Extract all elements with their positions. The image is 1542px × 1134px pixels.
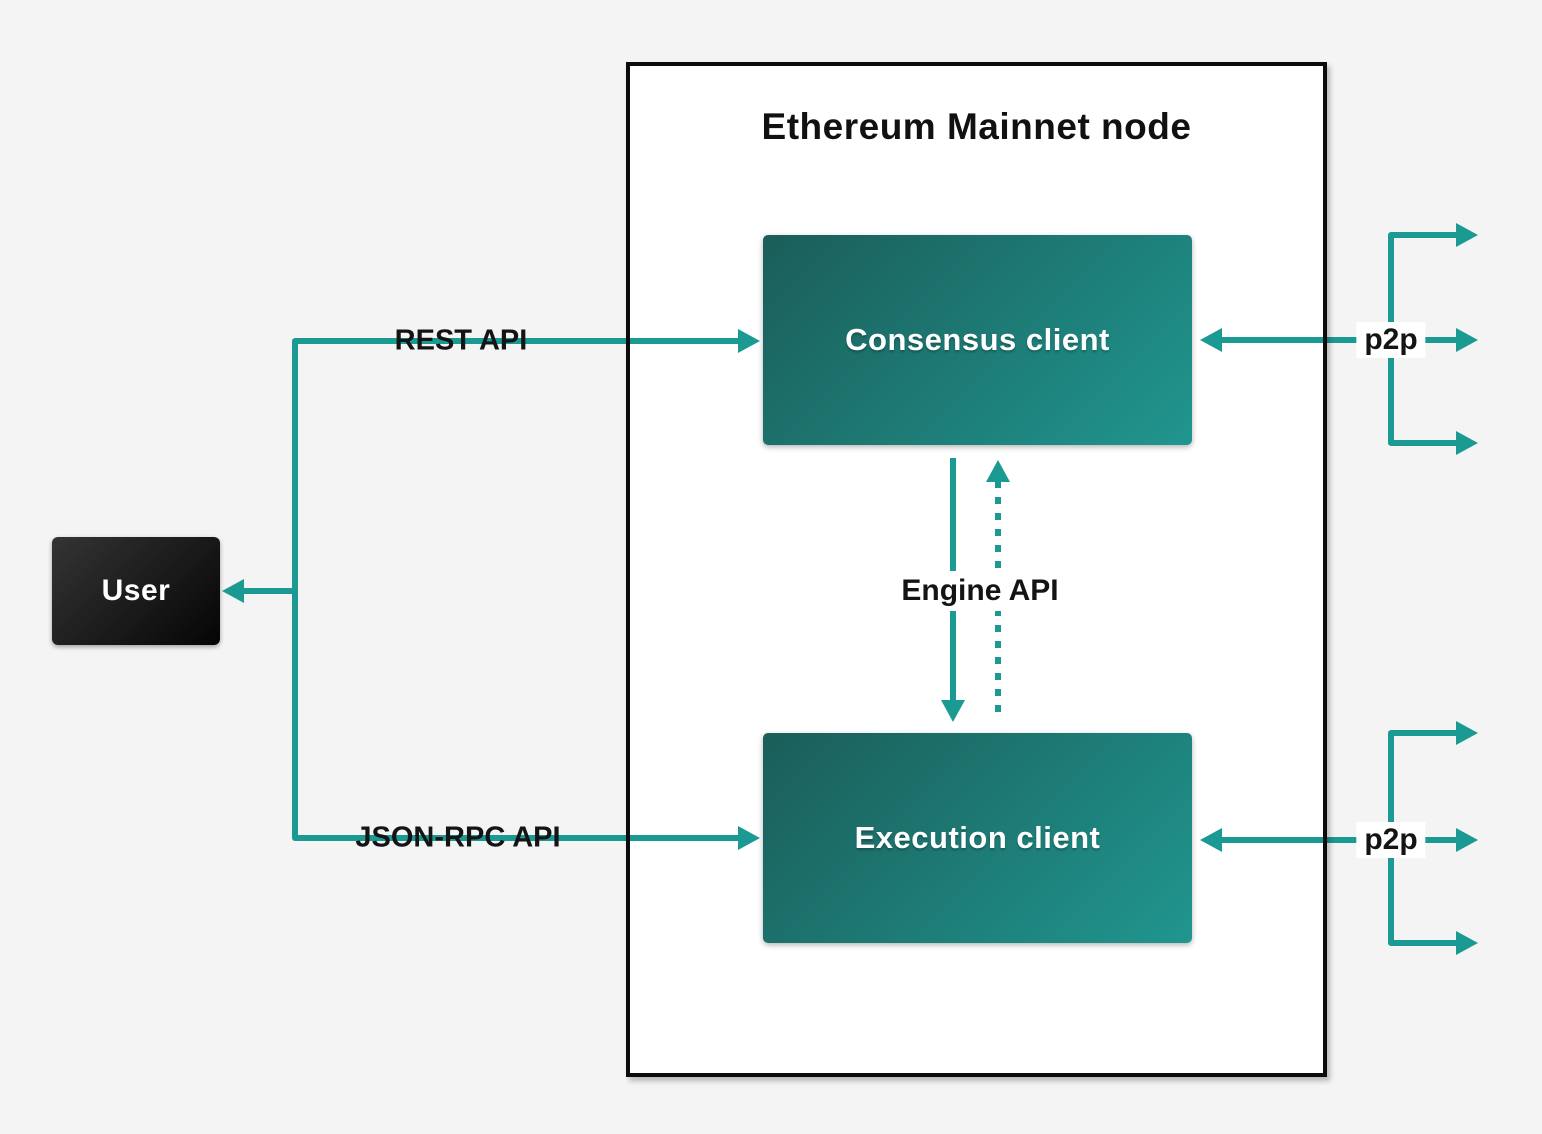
engine-api-up-arrowhead-icon xyxy=(986,460,1010,482)
user-trunk-line xyxy=(292,338,742,841)
consensus-client-node: Consensus client xyxy=(763,235,1192,445)
json-rpc-arrowhead-icon xyxy=(738,826,760,850)
p2p-top-into-consensus-arrowhead-icon xyxy=(1200,328,1222,352)
user-arrowhead-icon xyxy=(222,579,244,603)
p2p-top-arrowhead-1-icon xyxy=(1456,223,1478,247)
rest-api-edge-label: REST API xyxy=(394,324,528,357)
execution-client-label: Execution client xyxy=(854,820,1101,855)
panel-title: Ethereum Mainnet node xyxy=(761,106,1192,147)
p2p-bottom-into-execution-arrowhead-icon xyxy=(1200,828,1222,852)
p2p-top-edge-label: p2p xyxy=(1356,322,1426,358)
execution-client-node: Execution client xyxy=(763,733,1192,943)
engine-api-edge-label: Engine API xyxy=(891,571,1069,611)
engine-api-down-arrowhead-icon xyxy=(941,700,965,722)
p2p-top-arrowhead-3-icon xyxy=(1456,431,1478,455)
json-rpc-edge-label: JSON-RPC API xyxy=(355,821,561,854)
p2p-bottom-arrowhead-2-icon xyxy=(1456,828,1478,852)
user-node: User xyxy=(52,537,220,645)
rest-api-arrowhead-icon xyxy=(738,329,760,353)
p2p-top-arrowhead-2-icon xyxy=(1456,328,1478,352)
p2p-bottom-edge-label: p2p xyxy=(1356,822,1426,858)
p2p-bottom-arrowhead-3-icon xyxy=(1456,931,1478,955)
consensus-client-label: Consensus client xyxy=(845,322,1110,357)
user-label: User xyxy=(101,574,171,607)
p2p-bottom-arrowhead-1-icon xyxy=(1456,721,1478,745)
